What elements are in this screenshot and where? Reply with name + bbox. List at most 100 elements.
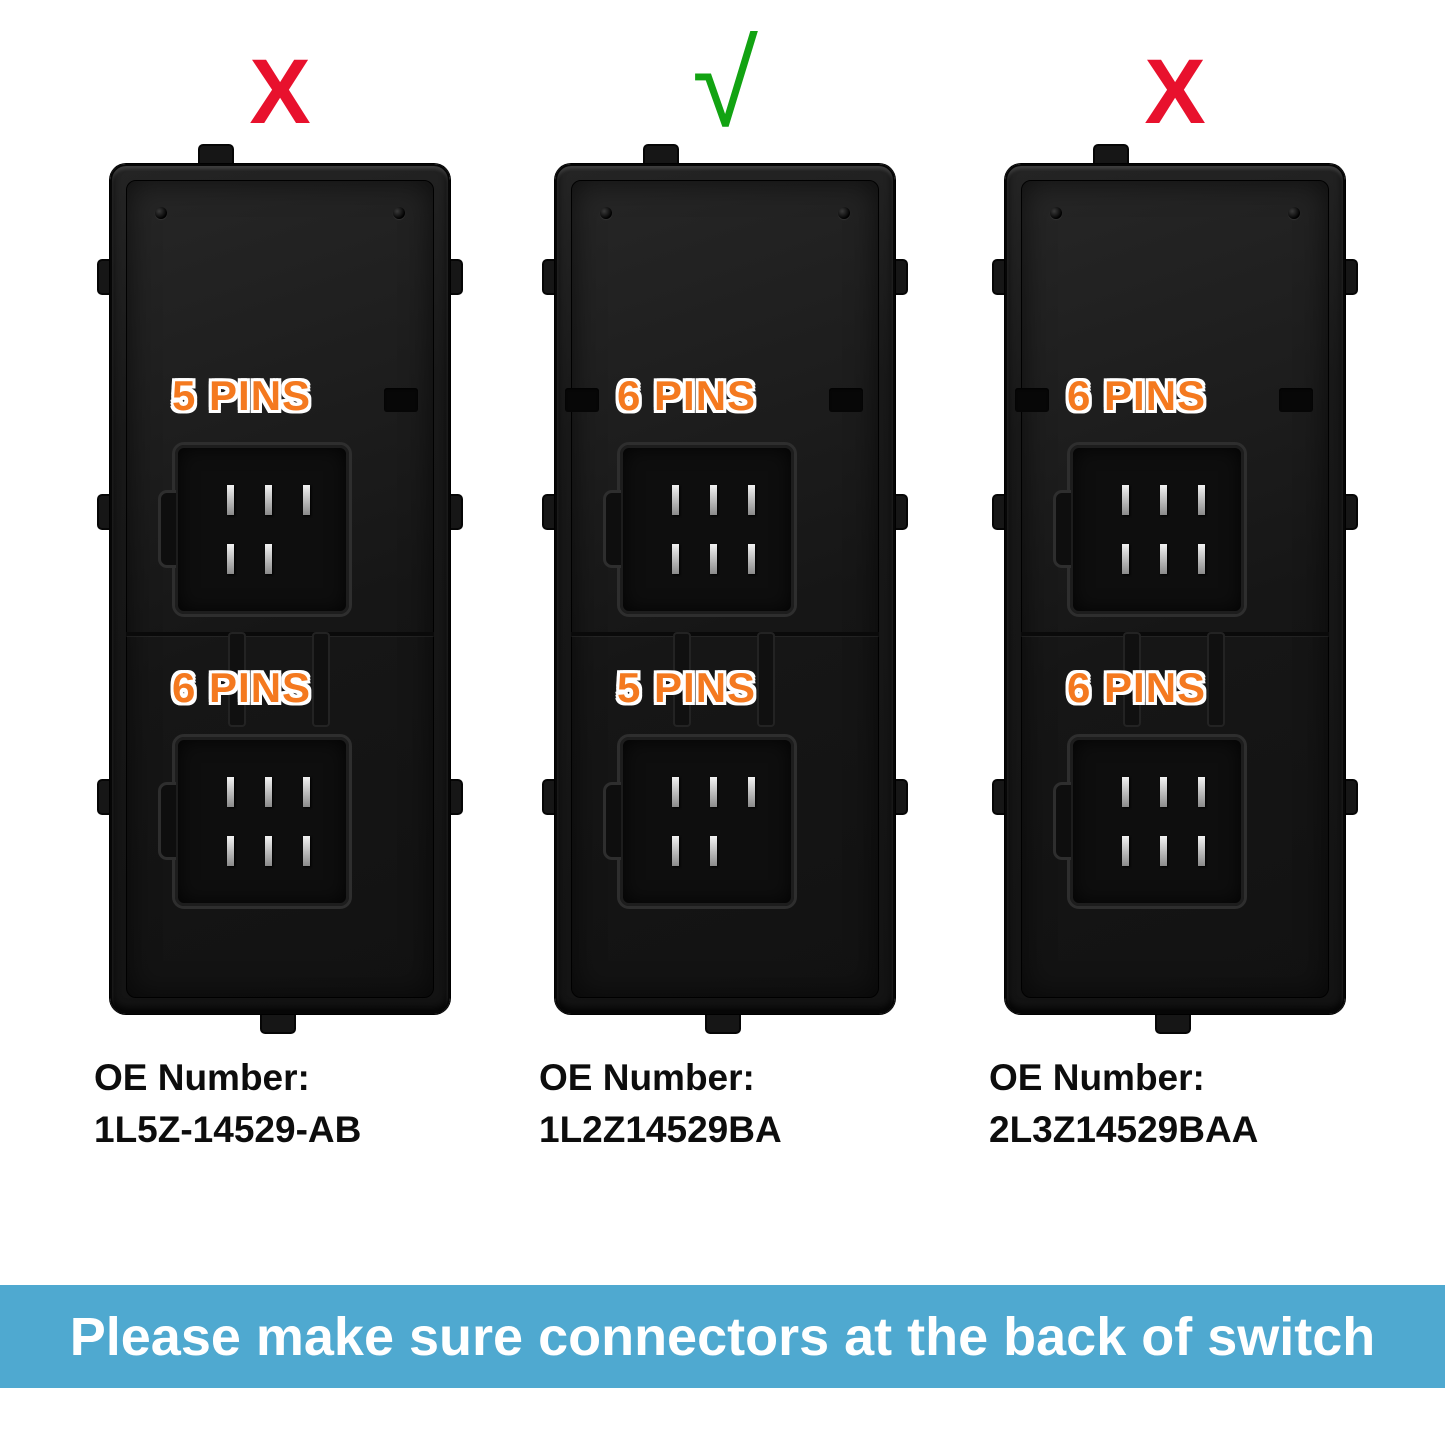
- connector-pins: [1106, 471, 1220, 588]
- bottom-pin-count-label: 6 PINS: [172, 664, 312, 711]
- mounting-tab-side: [448, 779, 463, 815]
- mounting-tab-bottom: [260, 1012, 296, 1034]
- connector-pin: [1121, 777, 1129, 808]
- instruction-banner: Please make sure connectors at the back …: [0, 1285, 1445, 1388]
- switch-option-1: X: [70, 30, 490, 1156]
- screw-hole: [155, 207, 167, 219]
- switch-back-photo-2: 6 PINS 5 PINS: [542, 144, 908, 1034]
- connector-pin: [709, 835, 717, 866]
- connector-pin: [1159, 777, 1167, 808]
- top-connector-socket: [603, 442, 797, 617]
- connector-pins: [1106, 763, 1220, 880]
- top-connector-socket: [158, 442, 352, 617]
- bottom-connector-socket: [158, 734, 352, 909]
- connector-pin: [1121, 543, 1129, 574]
- housing-rib: [312, 632, 330, 727]
- mounting-tab-side: [992, 779, 1007, 815]
- bottom-pin-count-label: 5 PINS: [617, 664, 757, 711]
- connector-pin: [747, 777, 755, 808]
- top-pin-count-label: 6 PINS: [617, 372, 757, 419]
- top-pin-count-label: 6 PINS: [1067, 372, 1207, 419]
- connector-pin: [226, 835, 234, 866]
- plate-slot: [1279, 388, 1313, 412]
- mounting-tab-bottom: [705, 1012, 741, 1034]
- connector-pin: [1159, 485, 1167, 516]
- connector-pin: [1197, 485, 1205, 516]
- mounting-tab-side: [893, 494, 908, 530]
- housing-rib: [1207, 632, 1225, 727]
- connector-keying-notch: [158, 490, 176, 568]
- connector-keying-notch: [1053, 490, 1071, 568]
- mounting-tab-bottom: [1155, 1012, 1191, 1034]
- oe-number-block: OE Number: 2L3Z14529BAA: [965, 1052, 1385, 1156]
- connector-pins: [656, 471, 770, 588]
- connector-pin: [264, 543, 272, 574]
- connector-pins: [211, 471, 325, 588]
- mounting-tab-side: [97, 779, 112, 815]
- switch-back-photo-3: 6 PINS 6 PINS: [992, 144, 1358, 1034]
- mounting-tab-side: [893, 779, 908, 815]
- connector-keying-notch: [603, 782, 621, 860]
- connector-pin: [1159, 835, 1167, 866]
- connector-pins: [656, 763, 770, 880]
- switch-option-2: √: [515, 25, 935, 1156]
- mounting-tab-side: [1343, 259, 1358, 295]
- connector-pin: [709, 485, 717, 516]
- screw-hole: [600, 207, 612, 219]
- connector-keying-notch: [603, 490, 621, 568]
- connector-pin: [302, 835, 310, 866]
- connector-pin: [1197, 835, 1205, 866]
- mounting-tab-side: [97, 259, 112, 295]
- housing-rib: [757, 632, 775, 727]
- connector-pin: [264, 485, 272, 516]
- connector-pin: [671, 485, 679, 516]
- screw-hole: [1288, 207, 1300, 219]
- connector-pin: [709, 543, 717, 574]
- mounting-tab-side: [448, 259, 463, 295]
- mounting-tab-top: [1093, 144, 1129, 166]
- connector-pin: [302, 485, 310, 516]
- top-pin-count-label: 5 PINS: [172, 372, 312, 419]
- mounting-tab-side: [992, 259, 1007, 295]
- switch-back-photo-1: 5 PINS 6 PINS: [97, 144, 463, 1034]
- connector-pins: [211, 763, 325, 880]
- bottom-connector-socket: [1053, 734, 1247, 909]
- screw-hole: [393, 207, 405, 219]
- connector-keying-notch: [158, 782, 176, 860]
- connector-pin: [1197, 543, 1205, 574]
- connector-pin: [1121, 485, 1129, 516]
- housing-seam: [571, 632, 879, 636]
- oe-number-title: OE Number:: [539, 1057, 755, 1098]
- connector-pin: [671, 543, 679, 574]
- mounting-tab-side: [1343, 779, 1358, 815]
- housing-rib: [228, 632, 246, 727]
- mounting-tab-side: [542, 779, 557, 815]
- connector-pin: [1197, 777, 1205, 808]
- mounting-tab-side: [542, 259, 557, 295]
- housing-seam: [126, 632, 434, 636]
- mounting-tab-side: [992, 494, 1007, 530]
- connector-pin: [671, 835, 679, 866]
- plate-slot: [829, 388, 863, 412]
- connector-pin: [302, 777, 310, 808]
- mounting-tab-side: [448, 494, 463, 530]
- oe-number-value: 2L3Z14529BAA: [989, 1108, 1259, 1150]
- oe-number-block: OE Number: 1L2Z14529BA: [515, 1052, 935, 1156]
- housing-rib: [673, 632, 691, 727]
- mounting-tab-side: [97, 494, 112, 530]
- top-connector-socket: [1053, 442, 1247, 617]
- connector-pin: [747, 485, 755, 516]
- instruction-banner-text: Please make sure connectors at the back …: [69, 1306, 1376, 1367]
- connector-keying-notch: [1053, 782, 1071, 860]
- rejected-x-mark: X: [249, 41, 311, 143]
- plate-slot: [1015, 388, 1049, 412]
- plate-slot: [384, 388, 418, 412]
- connector-pin: [1159, 543, 1167, 574]
- mounting-tab-top: [198, 144, 234, 166]
- housing-rib: [1123, 632, 1141, 727]
- connector-pin: [264, 777, 272, 808]
- plate-slot: [565, 388, 599, 412]
- oe-number-block: OE Number: 1L5Z-14529-AB: [70, 1052, 490, 1156]
- oe-number-value: 1L5Z-14529-AB: [94, 1108, 362, 1150]
